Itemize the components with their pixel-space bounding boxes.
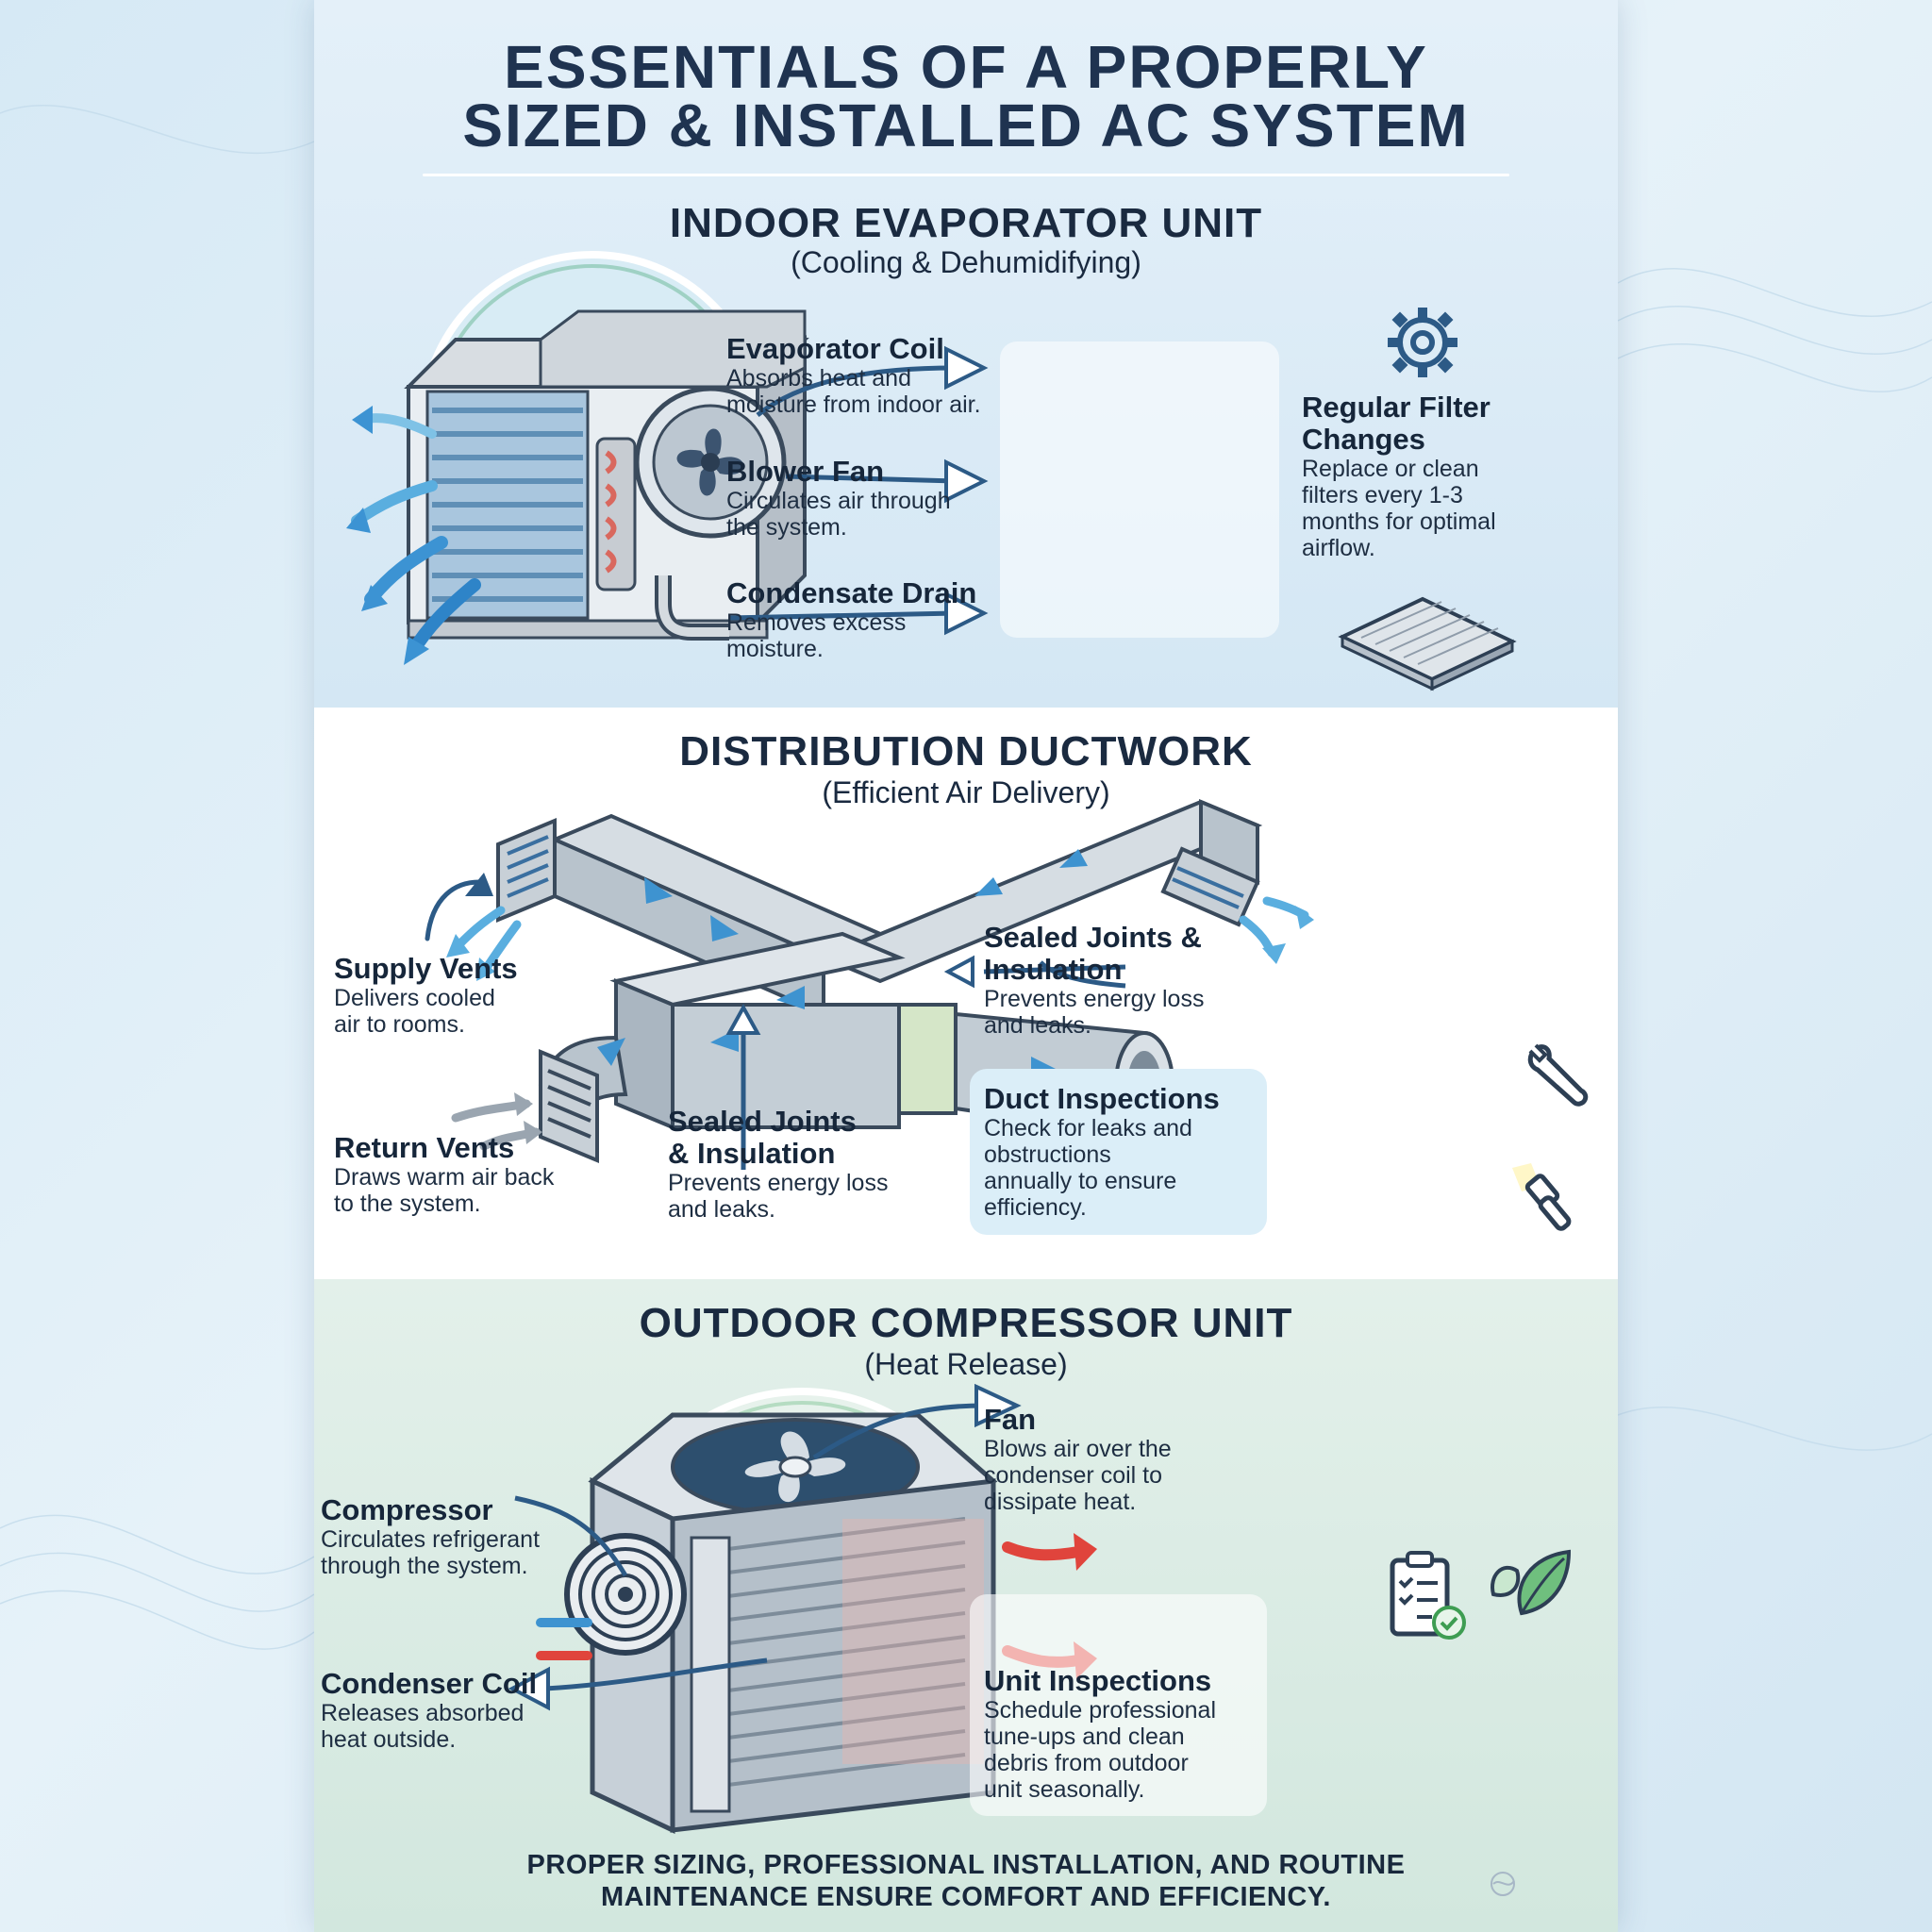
- condensate-drain-title: Condensate Drain: [726, 576, 977, 609]
- outdoor-heading: OUTDOOR COMPRESSOR UNIT: [639, 1300, 1293, 1346]
- filter-tip-desc-3: months for optimal: [1302, 508, 1496, 535]
- gear-icon: [1388, 308, 1457, 377]
- condensate-drain-desc-1: Removes excess: [726, 609, 907, 636]
- sealed-joints-right-callout: Sealed Joints & Insulation Prevents ener…: [984, 921, 1205, 1040]
- watermark-logo: [1491, 1872, 1515, 1896]
- blower-fan-desc-1: Circulates air through: [726, 488, 951, 514]
- ductwork-illustration: [425, 799, 1314, 1184]
- blower-fan-title: Blower Fan: [726, 455, 885, 488]
- duct-inspection-desc-4: efficiency.: [984, 1194, 1087, 1221]
- fan-callout: Fan Blows air over the condenser coil to…: [984, 1403, 1172, 1516]
- sealed-joints-center-title-1: Sealed Joints: [668, 1105, 857, 1138]
- evaporator-coil-callout: Evaporator Coil Absorbs heat and moistur…: [726, 332, 981, 419]
- return-vents-desc-1: Draws warm air back: [334, 1164, 555, 1191]
- compressor-desc-2: through the system.: [321, 1553, 528, 1579]
- infographic-poster: ESSENTIALS OF A PROPERLY SIZED & INSTALL…: [314, 0, 1618, 1932]
- evaporator-coil-desc-1: Absorbs heat and: [726, 365, 911, 391]
- condenser-coil-desc-2: heat outside.: [321, 1726, 457, 1753]
- unit-inspection-desc-1: Schedule professional: [984, 1697, 1216, 1724]
- condenser-coil-desc-1: Releases absorbed: [321, 1700, 525, 1726]
- duct-inspection-text: Duct Inspections Check for leaks and obs…: [984, 1082, 1220, 1222]
- blower-fan-desc-2: the system.: [726, 514, 847, 541]
- fan-desc-3: dissipate heat.: [984, 1489, 1137, 1515]
- return-vents-title: Return Vents: [334, 1131, 515, 1164]
- filter-tip-desc-4: airflow.: [1302, 535, 1375, 561]
- flashlight-icon: [1512, 1163, 1572, 1231]
- compressor-callout: Compressor Circulates refrigerant throug…: [321, 1493, 541, 1580]
- sealed-joints-center-desc-2: and leaks.: [668, 1196, 775, 1223]
- wrench-icon: [1527, 1043, 1589, 1107]
- supply-vents-title: Supply Vents: [334, 952, 518, 985]
- poster-title-line1: ESSENTIALS OF A PROPERLY: [504, 33, 1428, 101]
- sealed-joints-right-title-1: Sealed Joints &: [984, 921, 1202, 954]
- title-divider: [423, 174, 1509, 176]
- condensate-drain-callout: Condensate Drain Removes excess moisture…: [726, 576, 977, 663]
- return-vents-desc-2: to the system.: [334, 1191, 481, 1217]
- unit-inspection-desc-3: debris from outdoor: [984, 1750, 1189, 1776]
- footer-line-1: PROPER SIZING, PROFESSIONAL INSTALLATION…: [526, 1850, 1406, 1880]
- sealed-joints-right-desc-1: Prevents energy loss: [984, 986, 1205, 1012]
- evaporator-coil-title: Evaporator Coil: [726, 332, 944, 365]
- ductwork-heading: DISTRIBUTION DUCTWORK: [679, 728, 1253, 774]
- blower-fan-callout: Blower Fan Circulates air through the sy…: [726, 456, 951, 541]
- filter-tip-title-2: Changes: [1302, 423, 1425, 456]
- filter-tip-text: Regular Filter Changes Replace or clean …: [1302, 391, 1496, 562]
- indoor-heading: INDOOR EVAPORATOR UNIT: [669, 200, 1263, 246]
- fan-desc-2: condenser coil to: [984, 1462, 1163, 1489]
- compressor-desc-1: Circulates refrigerant: [321, 1526, 541, 1553]
- duct-inspection-title: Duct Inspections: [984, 1082, 1220, 1115]
- unit-inspection-text: Unit Inspections Schedule professional t…: [984, 1664, 1216, 1804]
- unit-inspection-card: [970, 1594, 1267, 1816]
- sealed-joints-center-callout: Sealed Joints & Insulation Prevents ener…: [668, 1105, 889, 1224]
- fan-title: Fan: [984, 1403, 1037, 1436]
- indoor-evaporator-illustration: [346, 251, 989, 665]
- duct-inspection-desc-1: Check for leaks and: [984, 1115, 1192, 1141]
- supply-vents-desc-1: Delivers cooled: [334, 985, 495, 1011]
- filter-tip-card: [1000, 341, 1279, 638]
- sealed-joints-right-title-2: Insulation: [984, 953, 1123, 986]
- condenser-coil-callout: Condenser Coil Releases absorbed heat ou…: [321, 1667, 538, 1754]
- duct-inspection-card: [970, 1069, 1267, 1235]
- sealed-joints-center-title-2: & Insulation: [668, 1137, 836, 1170]
- ductwork-section: [314, 708, 1618, 1279]
- unit-inspection-desc-2: tune-ups and clean: [984, 1724, 1185, 1750]
- outdoor-compressor-illustration: [508, 1383, 1097, 1834]
- fan-desc-1: Blows air over the: [984, 1436, 1172, 1462]
- sealed-joints-right-desc-2: and leaks.: [984, 1012, 1091, 1039]
- filter-tip-desc-1: Replace or clean: [1302, 456, 1479, 482]
- condenser-coil-title: Condenser Coil: [321, 1667, 538, 1700]
- checklist-icon: [1390, 1551, 1466, 1640]
- poster-title-line2: SIZED & INSTALLED AC SYSTEM: [462, 92, 1470, 159]
- ductwork-subheading: (Efficient Air Delivery): [822, 775, 1110, 809]
- air-filter-icon: [1338, 596, 1517, 691]
- outdoor-subheading: (Heat Release): [864, 1347, 1068, 1381]
- unit-inspection-title: Unit Inspections: [984, 1664, 1212, 1697]
- duct-inspection-desc-2: obstructions: [984, 1141, 1111, 1168]
- supply-vents-desc-2: air to rooms.: [334, 1011, 465, 1038]
- condensate-drain-desc-2: moisture.: [726, 636, 824, 662]
- unit-inspection-desc-4: unit seasonally.: [984, 1776, 1145, 1803]
- leaf-icon: [1491, 1549, 1572, 1616]
- supply-vents-callout: Supply Vents Delivers cooled air to room…: [334, 952, 518, 1039]
- indoor-subheading: (Cooling & Dehumidifying): [791, 245, 1141, 279]
- footer-line-2: MAINTENANCE ENSURE COMFORT AND EFFICIENC…: [601, 1882, 1331, 1912]
- filter-tip-title-1: Regular Filter: [1302, 391, 1491, 424]
- sealed-joints-center-desc-1: Prevents energy loss: [668, 1170, 889, 1196]
- return-vents-callout: Return Vents Draws warm air back to the …: [334, 1131, 555, 1218]
- duct-inspection-desc-3: annually to ensure: [984, 1168, 1177, 1194]
- filter-tip-desc-2: filters every 1-3: [1302, 482, 1463, 508]
- footer-message: PROPER SIZING, PROFESSIONAL INSTALLATION…: [314, 1849, 1618, 1913]
- evaporator-coil-desc-2: moisture from indoor air.: [726, 391, 981, 418]
- compressor-title: Compressor: [321, 1493, 493, 1526]
